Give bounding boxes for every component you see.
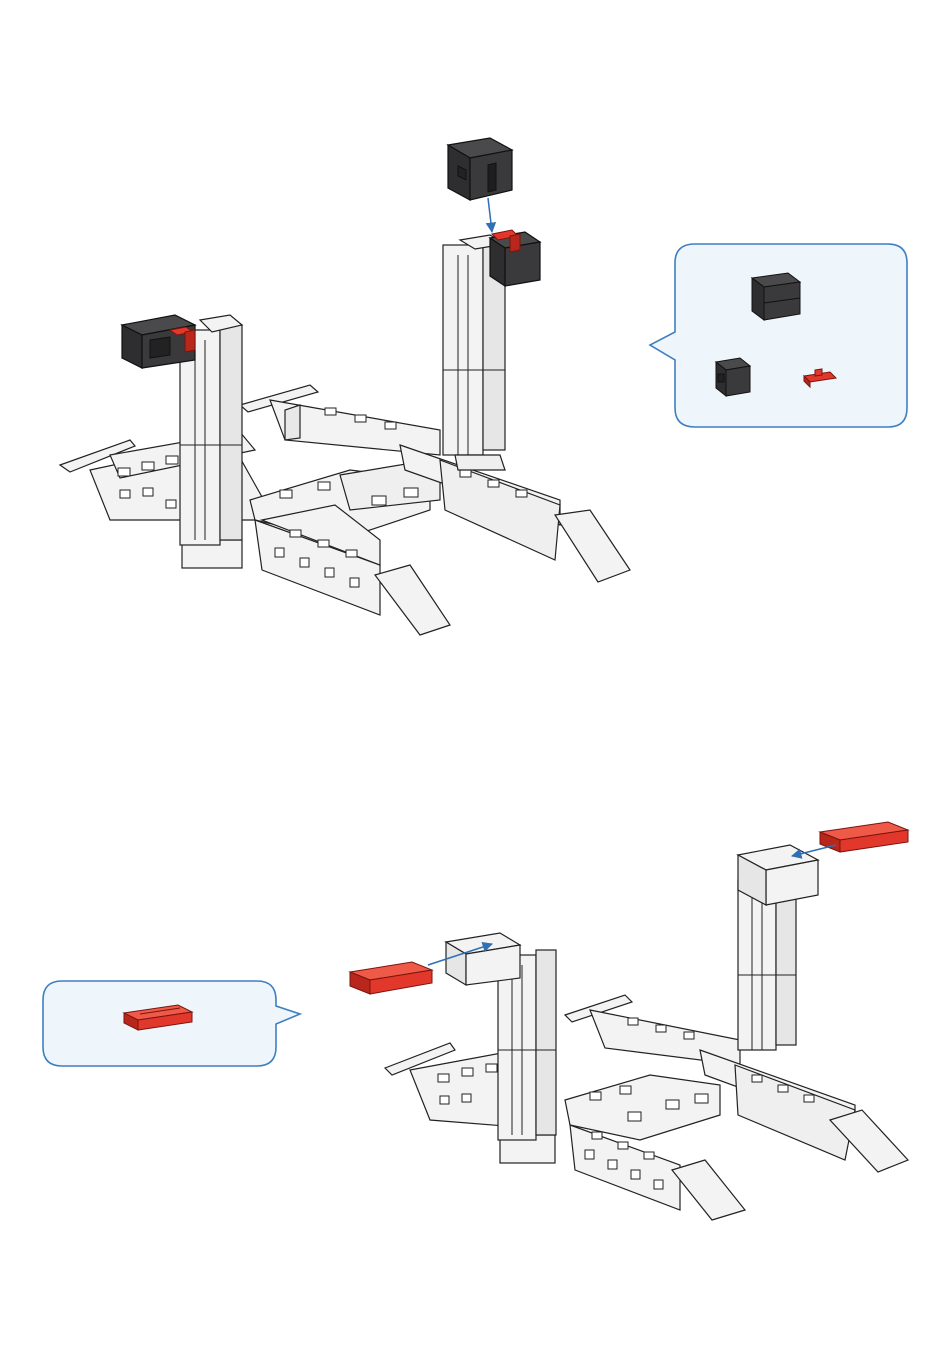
step-2-parts-callout: [43, 981, 300, 1066]
right-dark-block: [490, 230, 540, 286]
insert-arrow: [488, 198, 492, 232]
left-tower-2: [446, 933, 556, 1163]
middle-front-beam: [255, 505, 450, 635]
middle-front-beam-2: [570, 1125, 745, 1220]
left-dark-block: [122, 315, 195, 368]
right-front-beam-2: [700, 1050, 908, 1172]
back-beam: [240, 385, 440, 455]
right-tower-2: [738, 845, 818, 1050]
dark-block-icon: [716, 358, 750, 396]
step-1-assembly: [60, 138, 907, 635]
center-blocks-2: [565, 1075, 720, 1140]
right-front-beam: [400, 445, 630, 582]
step-1-parts-callout: [650, 244, 907, 427]
dark-double-block-icon: [752, 273, 800, 320]
red-plate-left: [350, 962, 432, 994]
red-plate-right: [820, 822, 908, 852]
dark-cube-being-added: [448, 138, 512, 200]
left-front-beam: [60, 432, 275, 520]
step-2-assembly: [43, 822, 908, 1220]
